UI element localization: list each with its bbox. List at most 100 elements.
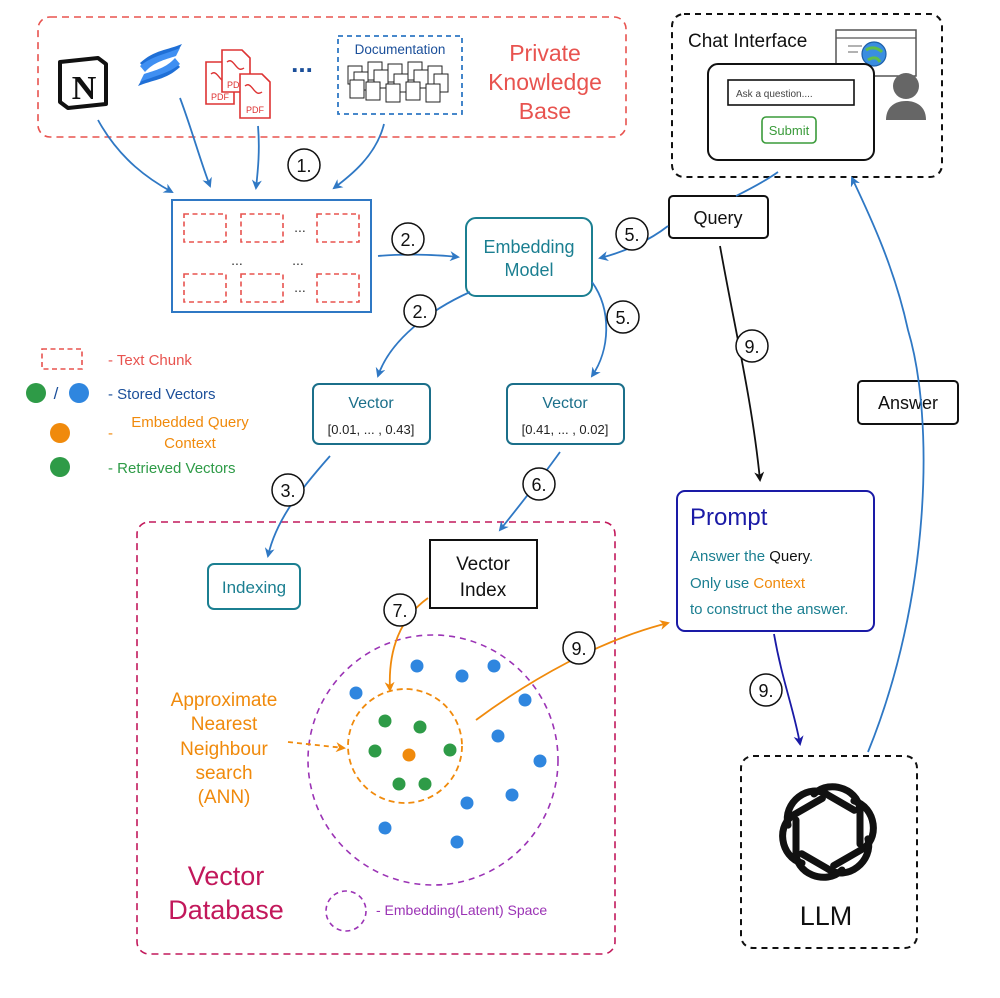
legend-embedded-query-line1: Embedded Query bbox=[131, 414, 249, 431]
legend-slash: / bbox=[54, 384, 59, 403]
step-marker-2b: 2. bbox=[403, 294, 437, 328]
sources-ellipsis: ... bbox=[291, 48, 313, 78]
knowledge-base-title-line1: Private bbox=[509, 40, 581, 66]
step-7-label: 7. bbox=[392, 601, 407, 621]
arrow-notion-to-chunks bbox=[97, 119, 174, 193]
legend-orange-dot bbox=[50, 423, 70, 443]
query-box bbox=[668, 195, 769, 239]
legend-stored-vectors-label: - Stored Vectors bbox=[108, 386, 216, 403]
arrow-embedding-to-vector-left bbox=[375, 291, 471, 378]
legend-embedded-query-dash: - bbox=[108, 425, 113, 442]
step-marker-5a: 5. bbox=[615, 217, 649, 251]
legend-green-dot bbox=[26, 383, 46, 403]
vector-database-label-line1: Vector bbox=[188, 861, 265, 891]
prompt-line2: Only use Context bbox=[690, 575, 806, 592]
step-9b-label: 9. bbox=[571, 639, 586, 659]
chat-interface-box bbox=[671, 13, 943, 178]
flow-arrows bbox=[97, 97, 925, 753]
vector-database-box bbox=[136, 521, 616, 955]
step-marker-6: 6. bbox=[522, 467, 556, 501]
step-marker-9a: 9. bbox=[735, 329, 769, 363]
step-markers: 1. 2. 2. 5. 5. 9. 3. 6. bbox=[271, 148, 783, 707]
step-1-label: 1. bbox=[296, 156, 311, 176]
submit-button[interactable] bbox=[761, 116, 817, 144]
prompt-box bbox=[676, 490, 875, 632]
question-input-placeholder: Ask a question.... bbox=[736, 89, 813, 100]
arrow-confluence-to-chunks bbox=[179, 97, 212, 188]
prompt-line2-a: Only use bbox=[690, 575, 753, 592]
vector-box-right bbox=[506, 383, 625, 445]
legend-retrieved-vectors-label: - Retrieved Vectors bbox=[108, 460, 236, 477]
prompt-line1-a: Answer the bbox=[690, 548, 769, 565]
embedding-model-label-line1: Embedding bbox=[483, 237, 574, 257]
documents-stack-icon bbox=[347, 61, 449, 103]
step-5b-label: 5. bbox=[615, 308, 630, 328]
notion-icon-letter: N bbox=[72, 70, 97, 107]
vector-index-label-line1: Vector bbox=[456, 554, 511, 575]
prompt-line3: to construct the answer. bbox=[690, 601, 848, 618]
arrow-pdf-to-chunks bbox=[251, 125, 262, 190]
arrow-embedding-to-vector-right bbox=[590, 281, 608, 378]
embedding-model-label-line2: Model bbox=[504, 260, 553, 280]
arrow-chunks-to-embedding bbox=[377, 251, 460, 262]
indexing-label: Indexing bbox=[222, 578, 286, 597]
vector-left-values: [0.01, ... , 0.43] bbox=[328, 422, 415, 437]
arrow-vector-to-indexing bbox=[264, 455, 331, 558]
arrow-context-to-prompt bbox=[475, 620, 670, 721]
step-2a-label: 2. bbox=[400, 230, 415, 250]
indexing-box bbox=[207, 563, 301, 610]
arrow-vector-index-to-ann bbox=[384, 597, 429, 692]
step-marker-9c: 9. bbox=[749, 673, 783, 707]
retrieved-vector-dots bbox=[368, 714, 457, 791]
text-chunks-box bbox=[171, 199, 372, 313]
question-input[interactable] bbox=[727, 79, 855, 106]
arrow-ann-label bbox=[287, 741, 346, 753]
knowledge-base-title-line2: Knowledge bbox=[488, 69, 602, 95]
answer-box bbox=[857, 380, 959, 425]
ann-label-line2: Nearest bbox=[191, 714, 258, 735]
arrow-llm-to-chat bbox=[850, 176, 925, 753]
vector-database-label-line2: Database bbox=[168, 895, 284, 925]
legend-text-chunk-label: - Text Chunk bbox=[108, 352, 192, 369]
step-9a-label: 9. bbox=[744, 337, 759, 357]
legend-text-chunk-swatch bbox=[41, 348, 83, 370]
stored-vector-dots bbox=[349, 659, 547, 849]
step-marker-1: 1. bbox=[287, 148, 321, 182]
chunks-ellipsis: ... bbox=[294, 279, 306, 295]
arrow-chat-to-query bbox=[735, 171, 779, 197]
vector-index-label-line2: Index bbox=[460, 580, 507, 601]
chat-window bbox=[707, 63, 875, 161]
openai-logo-icon bbox=[779, 783, 877, 881]
arrow-query-to-prompt bbox=[719, 245, 765, 482]
vector-box-left bbox=[312, 383, 431, 445]
documentation-box bbox=[337, 35, 463, 115]
llm-label: LLM bbox=[800, 901, 853, 931]
ann-label-line1: Approximate bbox=[171, 690, 278, 711]
notion-icon: N bbox=[58, 56, 108, 110]
step-marker-3: 3. bbox=[271, 473, 305, 507]
ann-neighbourhood-circle bbox=[347, 688, 463, 804]
embedding-model-box bbox=[465, 217, 593, 297]
arrow-prompt-to-llm bbox=[773, 633, 804, 746]
user-icon bbox=[886, 73, 926, 120]
knowledge-base-title-line3: Base bbox=[519, 98, 571, 124]
arrow-docs-to-chunks bbox=[332, 123, 385, 190]
legend-blue-dot bbox=[69, 383, 89, 403]
pdf-label-1: PDF bbox=[211, 92, 230, 102]
step-3-label: 3. bbox=[280, 481, 295, 501]
vector-index-box bbox=[429, 539, 538, 609]
prompt-line1-query: Query bbox=[769, 548, 810, 565]
vector-right-values: [0.41, ... , 0.02] bbox=[522, 422, 609, 437]
pdf-label-2: PDF bbox=[227, 80, 246, 90]
step-marker-5b: 5. bbox=[606, 300, 640, 334]
step-marker-7: 7. bbox=[383, 593, 417, 627]
vector-left-title: Vector bbox=[348, 395, 394, 412]
ann-label-line4: search bbox=[195, 763, 252, 784]
step-marker-2a: 2. bbox=[391, 222, 425, 256]
submit-button-label: Submit bbox=[769, 123, 810, 138]
legend-embedding-space-swatch bbox=[325, 890, 367, 932]
chat-interface-title: Chat Interface bbox=[688, 31, 807, 52]
query-label: Query bbox=[693, 208, 742, 228]
prompt-line1: Answer the Query. bbox=[690, 548, 813, 565]
